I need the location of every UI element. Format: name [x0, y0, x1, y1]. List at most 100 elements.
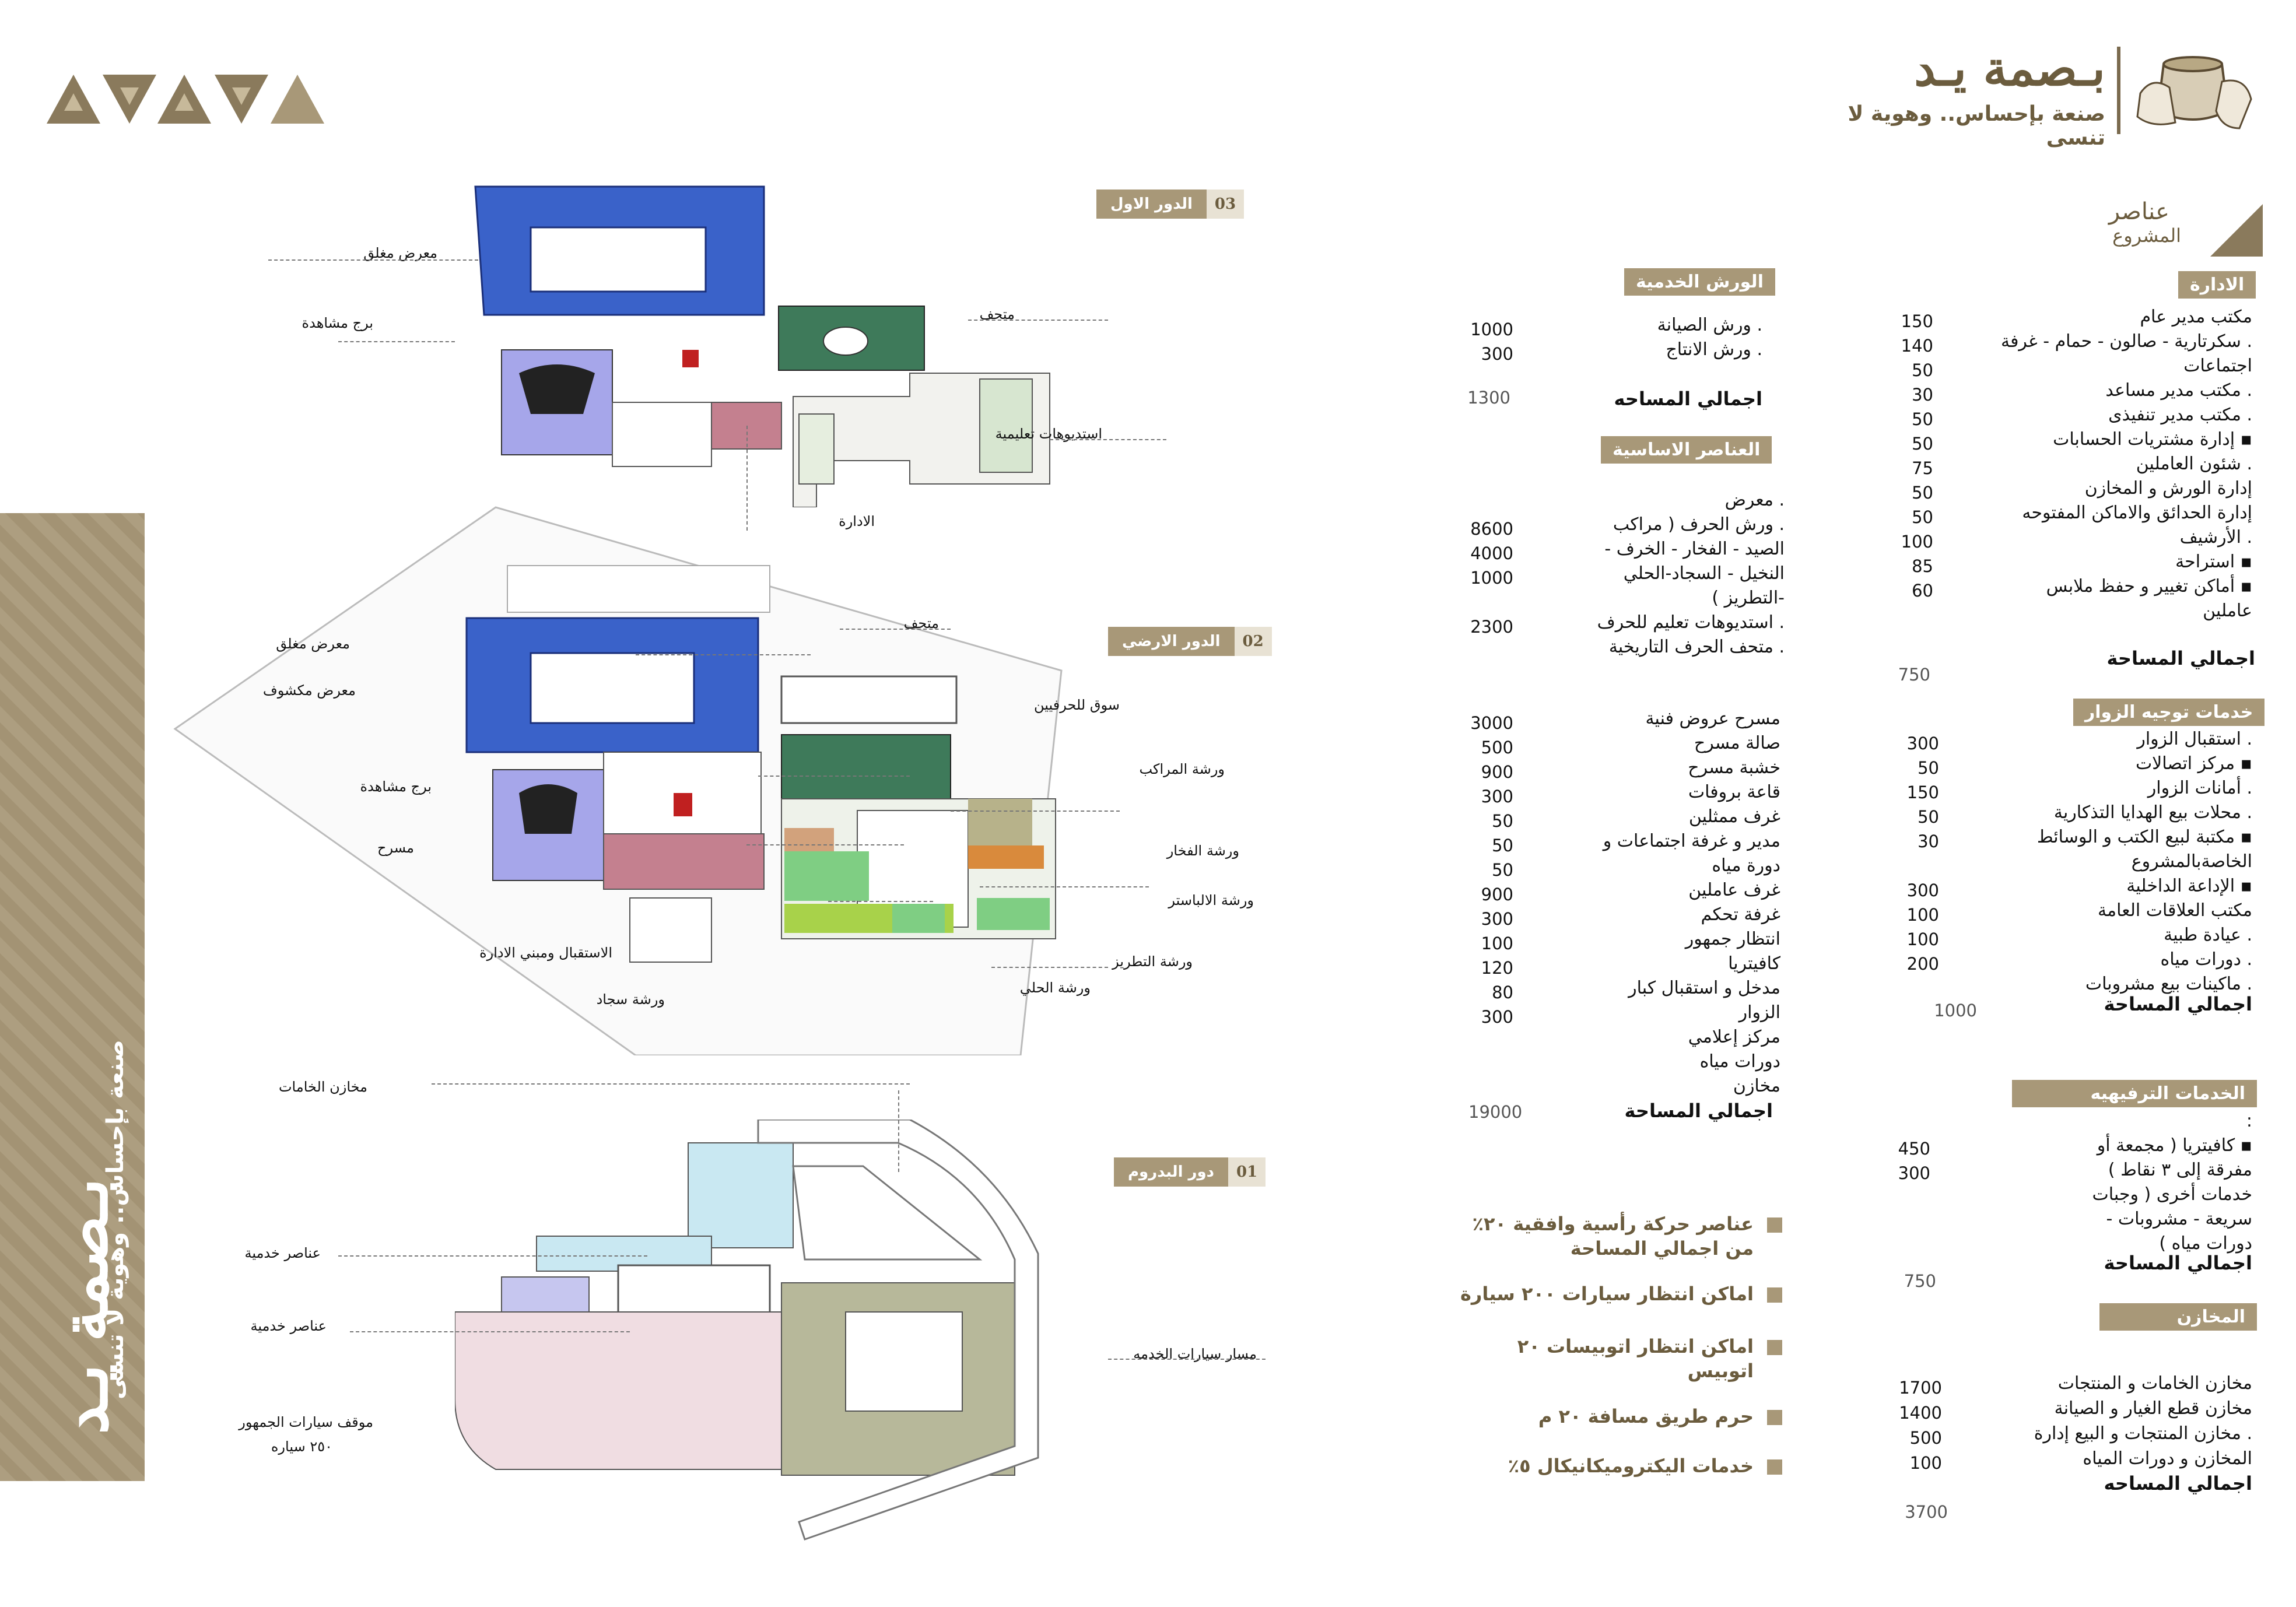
list-item-value: 50	[1912, 507, 1933, 527]
list-item-label: . شئون العاملين	[2136, 454, 2252, 474]
side-banner-tagline: صنعة بإحساس.. وهوية لا تنسى	[102, 1040, 129, 1399]
bullet-square-icon	[1767, 1217, 1782, 1233]
ground-exhibition-blue	[465, 617, 759, 753]
leisure-total-label: اجمالي المساحة	[2104, 1252, 2252, 1274]
circulation-item: خدمات اليكتروميكانيكال ٥٪	[1508, 1455, 1754, 1477]
leader-line	[432, 1083, 910, 1085]
plan-label: معرض مغلق	[363, 245, 437, 261]
ground-floor-plan	[173, 506, 1063, 1055]
plan-label: مسرح	[377, 840, 414, 856]
list-item-value: 1400	[1899, 1403, 1942, 1423]
list-item-label: . دورات مياه	[2160, 949, 2253, 970]
leader-line	[1108, 1359, 1266, 1360]
circulation-item: عناصر حركة رأسية وافقية ٢٠٪	[1472, 1213, 1754, 1235]
plan-label: ورشة الالباستر	[1168, 892, 1254, 908]
ground-boats-green	[781, 734, 951, 799]
list-item-value: 8600	[1470, 519, 1513, 539]
section-title-line1: عناصر	[2108, 198, 2169, 225]
level-tag-first: 03 الدور الاول	[1096, 190, 1245, 219]
logo-text: بـصمة يـد	[1914, 41, 2105, 97]
leader-line	[980, 886, 1149, 887]
ground-admin-pink	[603, 833, 765, 890]
leader-line-vertical	[898, 1090, 899, 1172]
list-item-value: 100	[1906, 929, 1939, 949]
list-item-label: اجتماعات	[2183, 356, 2252, 376]
circulation-item: اماكن انتظار اتوبيسات ٢٠	[1517, 1335, 1754, 1357]
list-item-value: 60	[1912, 581, 1933, 601]
list-item-label: ▪ مكتبة لبيع الكتب و الوسائط	[2036, 827, 2252, 847]
list-item-value: 150	[1906, 783, 1939, 802]
list-item-value: 100	[1481, 934, 1513, 953]
side-banner: بـصمة يـد صنعة بإحساس.. وهوية لا تنسى	[0, 513, 145, 1481]
list-item-value: 4000	[1470, 543, 1513, 563]
plan-label: ورشة الفخار	[1166, 843, 1239, 859]
level-ground-num: 02	[1234, 627, 1272, 656]
plan-label: عناصر خدمية	[250, 1318, 327, 1334]
list-item-label: . مكتب مدير تنفيذى	[2108, 405, 2252, 425]
ground-reception	[629, 897, 712, 963]
list-item-label: . مكتب مدير مساعد	[2105, 380, 2252, 401]
first-studios	[793, 373, 1050, 507]
list-item-value: 50	[1912, 434, 1933, 454]
list-item-value: 100	[1909, 1453, 1942, 1473]
stores-total-value: 3700	[1905, 1502, 1948, 1522]
first-museum-green	[778, 306, 925, 371]
list-item-value: 100	[1901, 532, 1933, 552]
parking-top	[507, 565, 770, 613]
list-item-label: مكتب العلاقات العامة	[2097, 900, 2252, 921]
list-item-label: دورات مياه	[1699, 1051, 1780, 1072]
list-item-label: صالة مسرح	[1694, 733, 1780, 753]
leader-line	[951, 810, 1120, 812]
level-first-name: الدور الاول	[1110, 195, 1193, 213]
admin-section-title: الادارة	[2178, 271, 2256, 299]
list-item-value: 75	[1912, 458, 1933, 478]
list-item-value: 140	[1901, 336, 1933, 356]
list-item-value: 85	[1912, 556, 1933, 576]
corner-triangle-icon	[2210, 204, 2263, 257]
visitors-total-value: 1000	[1934, 1001, 1977, 1020]
section-title: عناصر المشروع	[2070, 198, 2263, 257]
level-basement-name: دور البدروم	[1128, 1163, 1215, 1181]
plan-label: برج مشاهدة	[360, 778, 432, 795]
leader-line	[828, 901, 933, 902]
plan-label: ٢٥٠ سياره	[271, 1438, 332, 1455]
list-item-value: 300	[1906, 734, 1939, 753]
list-item-label: قاعة بروفات	[1688, 782, 1780, 802]
first-tower-purple	[501, 349, 613, 455]
first-exhibition-blue	[474, 185, 765, 316]
plan-label: برج مشاهدة	[302, 315, 373, 331]
first-floor-plan	[474, 185, 1050, 507]
leader-line	[350, 1331, 630, 1332]
list-item-label: . ورش الانتاج	[1666, 339, 1762, 360]
list-item-label: . الأرشيف	[2179, 527, 2252, 548]
circulation-item-line2: اتوبيس	[1687, 1360, 1754, 1382]
plan-label: الاستقبال ومبني الادارة	[479, 945, 612, 961]
leader-line	[758, 776, 910, 777]
list-item-value: 50	[1918, 758, 1939, 778]
basement-top-blue	[688, 1142, 794, 1248]
list-item-label: النخيل - السجاد-الحلي	[1623, 563, 1785, 584]
level-first-num: 03	[1206, 190, 1245, 219]
logo: بـصمة يـد صنعة بإحساس.. وهوية لا تنسى	[1785, 41, 2263, 150]
list-item-label: . استقبال الزوار	[2137, 729, 2252, 749]
list-item-value: 80	[1492, 983, 1513, 1002]
list-item-label: مخازن الخامات و المنتجات	[2057, 1373, 2252, 1394]
list-item-label: خشبة مسرح	[1688, 757, 1780, 778]
list-item-value: 300	[1481, 909, 1513, 929]
list-item-label: . مخازن المنتجات و البيع إدارة	[2034, 1423, 2252, 1444]
list-item-value: 120	[1481, 958, 1513, 978]
section-title-line2: المشروع	[2112, 224, 2181, 247]
list-item-label: غرف عاملين	[1688, 880, 1780, 900]
list-item-label: . ماكينات بيع مشروبات	[2085, 974, 2252, 994]
list-item-value: 50	[1912, 360, 1933, 380]
bullet-square-icon	[1767, 1340, 1782, 1355]
leisure-line: مفرقة إلى ٣ نقاط )	[2108, 1160, 2252, 1180]
list-item-value: 300	[1481, 1007, 1513, 1027]
basement-stores-core	[845, 1311, 963, 1412]
list-item-label: ▪ أماكن تغيير و حفظ ملابس	[2046, 576, 2252, 597]
list-item-label: . محلات بيع الهدايا التذكارية	[2053, 802, 2252, 823]
list-item-value: 30	[1918, 831, 1939, 851]
bullet-square-icon	[1767, 1287, 1782, 1303]
leisure-line: ▪ كافيتريا ( مجمعة أو	[2097, 1135, 2252, 1156]
admin-total-label: اجمالي المساحة	[2106, 647, 2255, 669]
